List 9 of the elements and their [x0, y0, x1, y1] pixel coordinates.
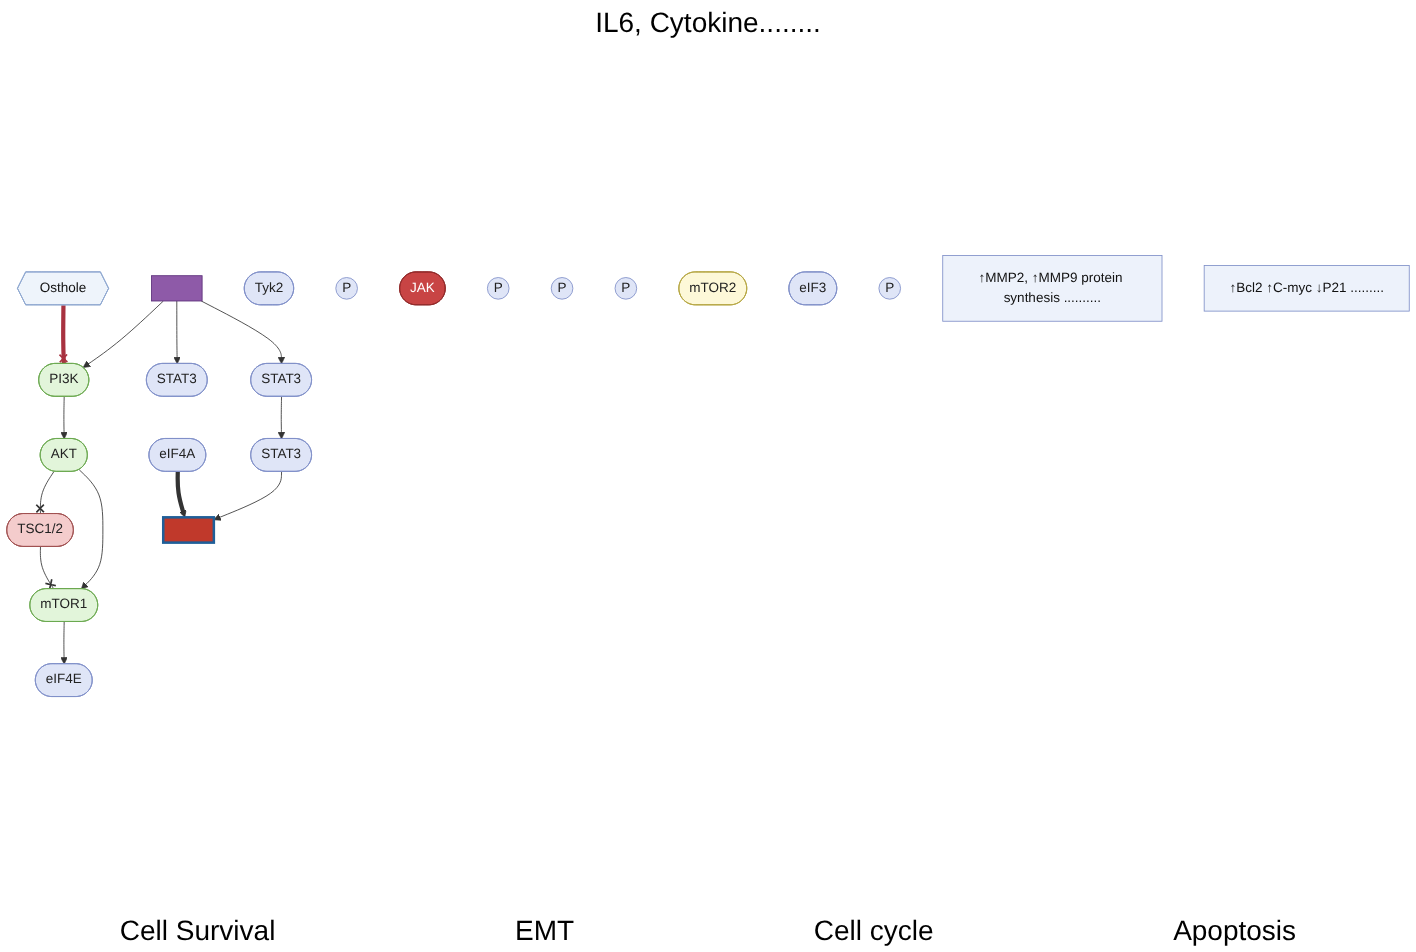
outcome-label: Cell cycle — [813, 914, 934, 946]
arrow — [175, 471, 187, 518]
outcome-label: EMT — [515, 914, 575, 946]
connector — [58, 305, 69, 364]
outcome-label: Apoptosis — [1173, 914, 1297, 946]
ligand-label: IL6, Cytokine........ — [595, 6, 821, 38]
node-box — [161, 516, 216, 544]
node-box — [151, 275, 203, 302]
outcome-label: Cell Survival — [119, 914, 276, 946]
